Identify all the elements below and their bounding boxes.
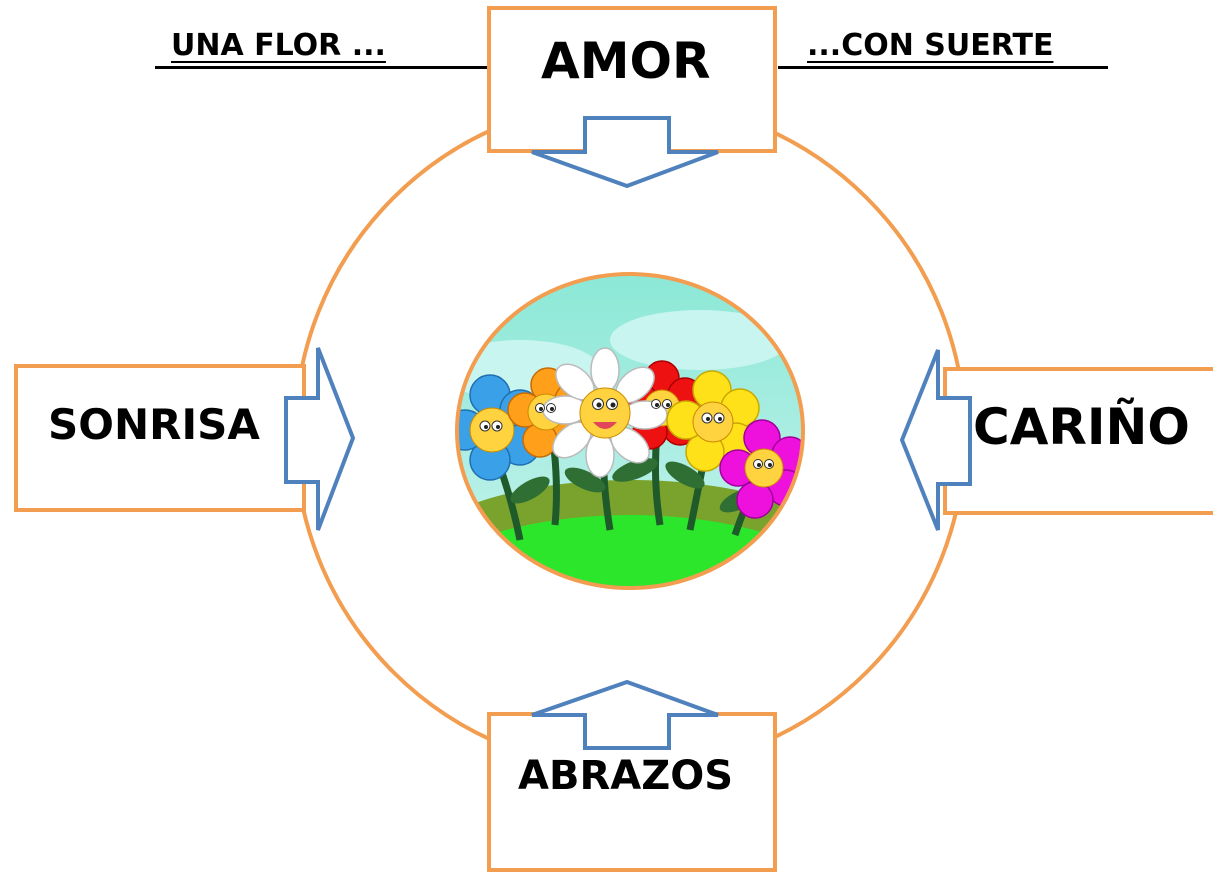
box-top-label: AMOR: [541, 32, 711, 90]
box-left: [14, 364, 306, 512]
box-right: [943, 367, 1213, 515]
box-bottom-label: ABRAZOS: [518, 753, 734, 799]
magenta-flower: [719, 419, 803, 519]
box-right-label: CARIÑO: [973, 398, 1190, 456]
yellow-flower: [666, 370, 760, 472]
heading-left: UNA FLOR ...: [171, 28, 386, 63]
flowers-picture: [455, 272, 805, 590]
heading-right-underline: [778, 66, 1108, 69]
box-left-label: SONRISA: [48, 400, 260, 449]
heading-right: ...CON SUERTE: [807, 28, 1054, 63]
heading-left-underline: [155, 66, 490, 69]
